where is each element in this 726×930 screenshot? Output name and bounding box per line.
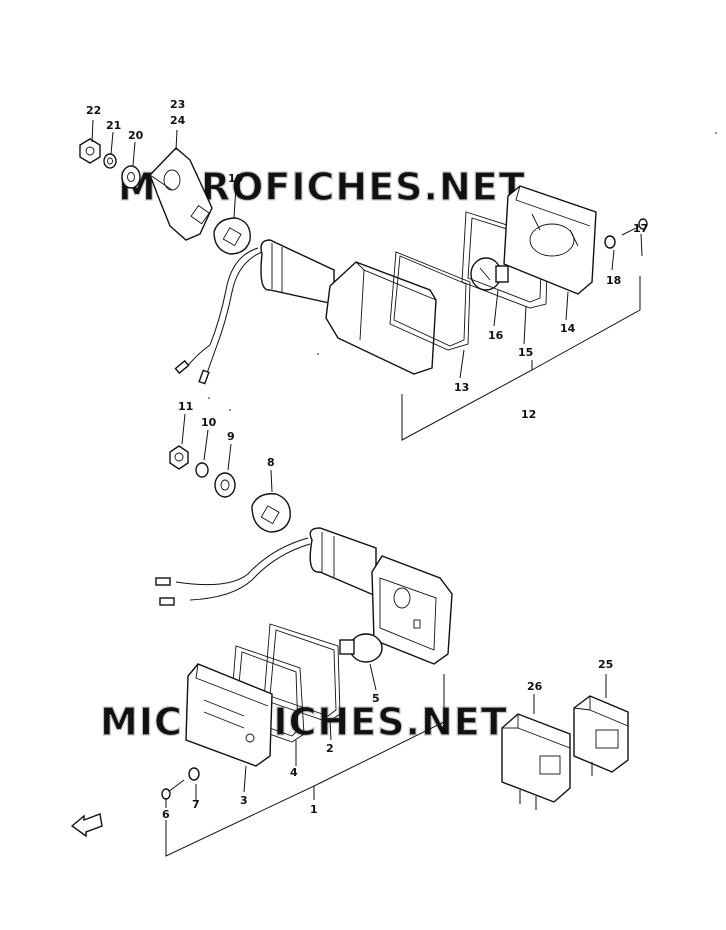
callout-24: 24 bbox=[170, 114, 186, 127]
screw-17 bbox=[621, 218, 648, 236]
upper-housing bbox=[325, 261, 437, 375]
washer-18 bbox=[604, 235, 616, 249]
callout-7: 7 bbox=[192, 798, 200, 811]
lens-3 bbox=[185, 663, 273, 767]
bulb-5 bbox=[339, 633, 383, 663]
callout-26: 26 bbox=[527, 680, 543, 693]
bracket-23-24 bbox=[149, 147, 213, 241]
callout-20: 20 bbox=[128, 129, 144, 142]
front-arrow-icon bbox=[70, 813, 103, 838]
callout-9: 9 bbox=[227, 430, 235, 443]
relay-25 bbox=[573, 695, 629, 776]
callout-18: 18 bbox=[606, 274, 621, 287]
upper-wire-harness bbox=[174, 247, 263, 385]
washer-7 bbox=[188, 767, 200, 781]
lower-stalk bbox=[309, 527, 377, 598]
watermark-bottom: MICROFICHES.NET bbox=[100, 700, 508, 744]
callout-23: 23 bbox=[170, 98, 185, 111]
grommet-8 bbox=[251, 493, 291, 533]
callout-22: 22 bbox=[86, 104, 101, 117]
callout-4: 4 bbox=[290, 766, 298, 779]
callout-labels: 22 21 20 23 24 19 17 18 16 14 15 13 12 1… bbox=[86, 98, 648, 821]
washer-20 bbox=[121, 165, 141, 189]
callout-17: 17 bbox=[633, 222, 648, 235]
grommet-19 bbox=[213, 217, 251, 255]
lower-housing bbox=[371, 555, 453, 665]
lower-turn-signal-assembly bbox=[155, 445, 453, 800]
leader-lines bbox=[91, 119, 643, 857]
callout-19: 19 bbox=[228, 172, 243, 185]
lock-washer-21 bbox=[103, 153, 117, 169]
callout-8: 8 bbox=[267, 456, 275, 469]
nut-22 bbox=[79, 138, 101, 164]
callout-1: 1 bbox=[310, 803, 318, 816]
callout-3: 3 bbox=[240, 794, 248, 807]
screw-6 bbox=[161, 779, 185, 800]
callout-6: 6 bbox=[162, 808, 170, 821]
callout-13: 13 bbox=[454, 381, 469, 394]
callout-10: 10 bbox=[201, 416, 217, 429]
lens-14 bbox=[503, 185, 597, 295]
lock-washer-10 bbox=[195, 462, 209, 478]
callout-2: 2 bbox=[326, 742, 334, 755]
callout-21: 21 bbox=[106, 119, 121, 132]
callout-25: 25 bbox=[598, 658, 613, 671]
relay-26 bbox=[501, 713, 571, 810]
gasket-13 bbox=[389, 251, 471, 351]
callout-11: 11 bbox=[178, 400, 193, 413]
upper-stalk bbox=[260, 239, 335, 305]
callout-14: 14 bbox=[560, 322, 576, 335]
upper-turn-signal-assembly bbox=[79, 138, 648, 385]
bulb-16 bbox=[470, 257, 509, 291]
lower-wire-harness bbox=[155, 537, 311, 606]
callout-12: 12 bbox=[521, 408, 536, 421]
washer-9 bbox=[214, 472, 236, 498]
callout-5: 5 bbox=[372, 692, 380, 705]
callout-15: 15 bbox=[518, 346, 533, 359]
callout-16: 16 bbox=[488, 329, 504, 342]
gasket-2 bbox=[263, 623, 341, 723]
nut-11 bbox=[169, 445, 189, 470]
